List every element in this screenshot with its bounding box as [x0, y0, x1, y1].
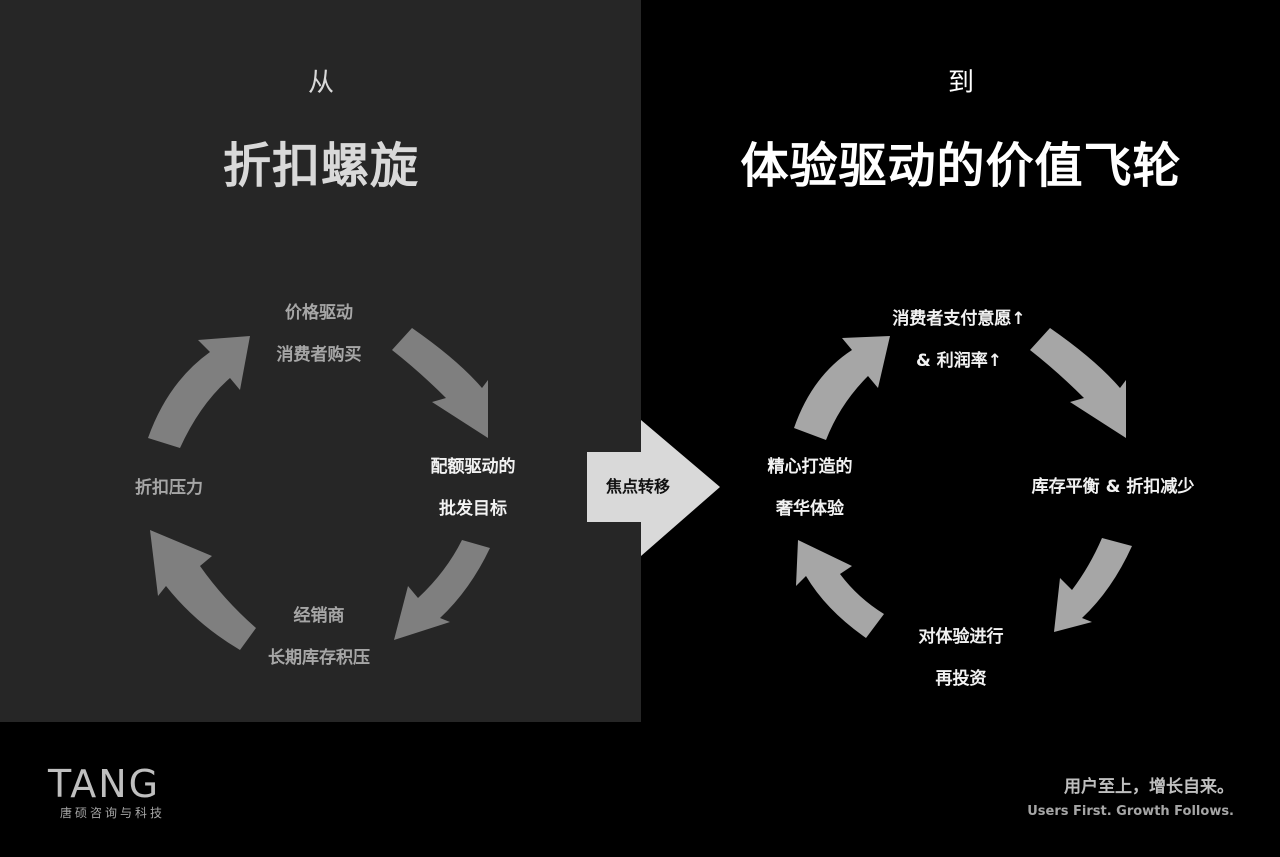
left-node-right-line2: 批发目标 [439, 499, 507, 519]
arrow-right-top-to-right [1030, 328, 1126, 438]
focus-shift-arrow [587, 420, 720, 556]
from-label: 从 [307, 68, 335, 98]
right-node-right-line1: 库存平衡 & 折扣减少 [1031, 477, 1195, 497]
left-node-right-line1: 配额驱动的 [430, 457, 516, 477]
logo-subtitle: 唐硕咨询与科技 [60, 806, 166, 820]
right-title: 体验驱动的价值飞轮 [740, 138, 1182, 194]
right-node-top: 消费者支付意愿↑ & 利润率↑ [892, 298, 1025, 382]
arrow-left-left-to-top [148, 336, 250, 448]
left-node-bottom-line1: 经销商 [293, 606, 345, 626]
arrow-left-bottom-to-left [150, 530, 256, 650]
right-node-top-line1: 消费者支付意愿↑ [892, 309, 1026, 329]
right-node-left-line1: 精心打造的 [767, 457, 853, 477]
arrow-left-top-to-right [392, 328, 488, 438]
logo: TANG [48, 762, 161, 806]
right-node-top-line2: & 利润率↑ [916, 351, 1002, 371]
slogan-chinese: 用户至上，增长自来。 [1064, 777, 1234, 797]
left-node-left: 折扣压力 [135, 467, 203, 509]
focus-shift-label: 焦点转移 [605, 477, 670, 496]
right-node-bottom-line2: 再投资 [935, 669, 987, 689]
left-cycle-arrows [148, 328, 490, 650]
right-node-right: 库存平衡 & 折扣减少 [1032, 466, 1195, 508]
slogan-english: Users First. Growth Follows. [1027, 804, 1234, 819]
left-node-right: 配额驱动的 批发目标 [431, 446, 516, 530]
left-node-left-line1: 折扣压力 [135, 478, 203, 498]
arrow-right-right-to-bottom [1054, 538, 1132, 632]
left-node-bottom: 经销商 长期库存积压 [268, 595, 370, 679]
to-label: 到 [947, 68, 975, 98]
left-node-top-line1: 价格驱动 [285, 303, 353, 323]
right-node-left-line2: 奢华体验 [776, 499, 844, 519]
left-node-top-line2: 消费者购买 [276, 345, 362, 365]
right-node-left: 精心打造的 奢华体验 [768, 446, 853, 530]
left-panel [0, 0, 641, 722]
arrow-right-bottom-to-left [796, 540, 884, 638]
arrow-left-right-to-bottom [394, 540, 490, 640]
right-cycle-arrows [794, 328, 1132, 638]
right-node-bottom-line1: 对体验进行 [918, 627, 1004, 647]
left-title: 折扣螺旋 [222, 138, 420, 194]
right-node-bottom: 对体验进行 再投资 [919, 616, 1004, 700]
left-node-top: 价格驱动 消费者购买 [277, 292, 362, 376]
left-node-bottom-line2: 长期库存积压 [268, 648, 370, 668]
arrow-right-left-to-top [794, 336, 890, 440]
